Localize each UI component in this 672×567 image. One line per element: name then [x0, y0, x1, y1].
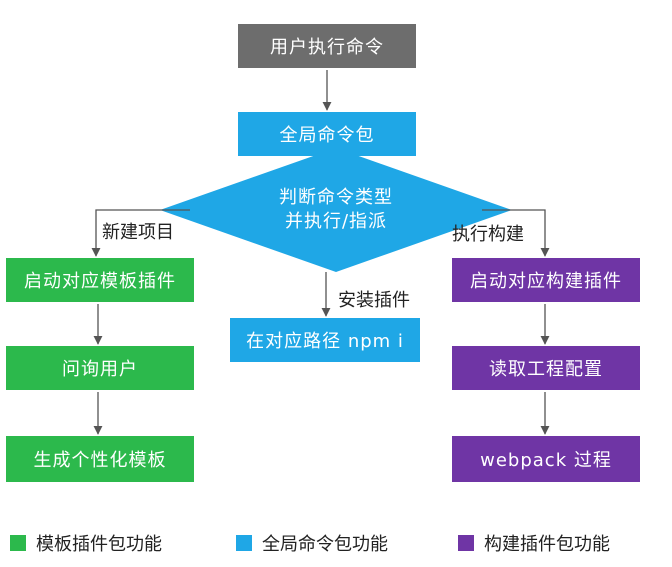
node-decision: 判断命令类型 并执行/指派 — [236, 186, 436, 234]
legend-label-template: 模板插件包功能 — [36, 534, 162, 555]
decision-line-1: 判断命令类型 — [279, 187, 393, 208]
decision-line-2: 并执行/指派 — [284, 211, 388, 232]
legend-label-global: 全局命令包功能 — [262, 534, 388, 555]
legend-swatch-template — [10, 535, 26, 551]
edge-label-run-build: 执行构建 — [452, 224, 524, 245]
node-global-package: 全局命令包 — [238, 112, 416, 156]
node-start: 用户执行命令 — [238, 24, 416, 68]
arrow-decision-to-build — [482, 209, 550, 257]
arrow-decision-to-template — [91, 209, 190, 257]
node-npm-install: 在对应路径 npm i — [230, 318, 420, 362]
node-build-start: 启动对应构建插件 — [452, 258, 640, 302]
legend-label-build: 构建插件包功能 — [484, 534, 610, 555]
edge-label-new-project: 新建项目 — [102, 222, 174, 243]
decision-diamond — [160, 148, 512, 272]
legend-global: 全局命令包功能 — [236, 530, 388, 556]
node-webpack: webpack 过程 — [452, 436, 640, 482]
edge-label-install-plugin: 安装插件 — [338, 290, 410, 311]
node-template-start: 启动对应模板插件 — [6, 258, 194, 302]
legend-build: 构建插件包功能 — [458, 530, 610, 556]
node-ask-user: 问询用户 — [6, 346, 194, 390]
node-read-config: 读取工程配置 — [452, 346, 640, 390]
node-generate-template: 生成个性化模板 — [6, 436, 194, 482]
legend-template: 模板插件包功能 — [10, 530, 162, 556]
legend-swatch-global — [236, 535, 252, 551]
legend-swatch-build — [458, 535, 474, 551]
